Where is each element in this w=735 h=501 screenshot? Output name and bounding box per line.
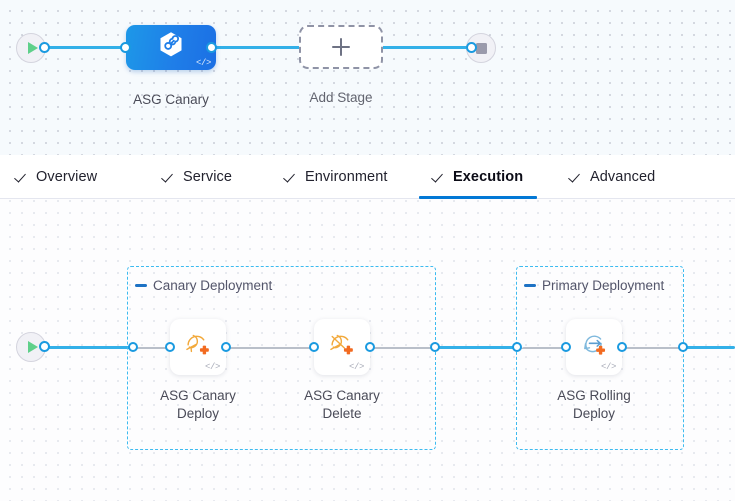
group-label-primary-deployment[interactable]: Primary Deployment <box>524 278 664 293</box>
group-canary-deployment[interactable] <box>127 266 436 450</box>
edge-primary-group-to-next <box>684 346 735 349</box>
stop-icon <box>475 42 487 54</box>
edge-dashed-step2-to-group-out <box>371 347 433 349</box>
tab-advanced[interactable]: Advanced <box>570 155 655 199</box>
add-stage-button[interactable] <box>299 25 383 69</box>
collapse-dash-icon[interactable] <box>524 284 536 287</box>
tab-service[interactable]: Service <box>163 155 232 199</box>
code-badge-icon: </> <box>348 362 364 372</box>
edge-start-to-stage <box>44 46 131 49</box>
code-badge-icon: </> <box>600 362 616 372</box>
tab-overview[interactable]: Overview <box>16 155 97 199</box>
port-step-canary-delete-in[interactable] <box>309 342 319 352</box>
port-step-rolling-deploy-in[interactable] <box>561 342 571 352</box>
tab-label: Service <box>183 169 233 185</box>
collapse-dash-icon[interactable] <box>135 284 147 287</box>
asg-rolling-deploy-icon <box>577 327 611 364</box>
edge-exec-start-to-canary-group <box>44 346 132 349</box>
edge-dashed-step3-to-primary-out <box>623 347 683 349</box>
tab-environment[interactable]: Environment <box>285 155 388 199</box>
check-icon <box>570 171 583 184</box>
tab-label: Execution <box>453 169 524 185</box>
check-icon <box>16 171 29 184</box>
tab-active-underline <box>419 196 538 199</box>
tab-label: Advanced <box>590 169 656 185</box>
add-stage-label: Add Stage <box>309 90 373 105</box>
stage-node-asg-canary[interactable]: </> <box>126 25 216 70</box>
port-canary-group-out[interactable] <box>430 342 440 352</box>
edge-dashed-group-in-to-step1 <box>133 347 171 349</box>
port-stage-in[interactable] <box>120 42 131 53</box>
stage-label-asg-canary: ASG Canary <box>133 92 209 107</box>
tab-execution[interactable]: Execution <box>419 155 538 199</box>
code-badge-icon: </> <box>204 362 220 372</box>
plus-icon <box>331 37 351 57</box>
port-end-in[interactable] <box>466 42 477 53</box>
asg-canary-delete-icon <box>325 327 359 364</box>
port-stage-out[interactable] <box>206 42 217 53</box>
edge-canary-group-to-primary-group <box>434 346 520 349</box>
check-icon <box>285 171 298 184</box>
check-icon <box>433 171 446 184</box>
edge-stage-to-addstage <box>211 46 306 49</box>
port-step-canary-deploy-out[interactable] <box>221 342 231 352</box>
group-label-canary-deployment[interactable]: Canary Deployment <box>135 278 272 293</box>
step-node-asg-canary-deploy[interactable]: </> <box>170 319 226 375</box>
tab-label: Environment <box>305 169 388 185</box>
code-badge-icon: </> <box>195 58 211 68</box>
group-primary-deployment[interactable] <box>516 266 684 450</box>
asg-hexagon-infinity-icon <box>156 29 186 64</box>
tab-label: Overview <box>36 169 98 185</box>
group-label-text: Primary Deployment <box>542 278 665 293</box>
edge-addstage-to-end <box>378 46 470 49</box>
execution-steps-canvas[interactable]: Canary Deployment <box>0 199 735 501</box>
step-node-asg-rolling-deploy[interactable]: </> <box>566 319 622 375</box>
asg-canary-deploy-icon <box>181 327 215 364</box>
port-exec-start-out[interactable] <box>39 341 50 352</box>
stage-config-tabs: Overview Service Environment Execution A… <box>0 155 735 199</box>
port-canary-group-in[interactable] <box>128 342 138 352</box>
port-step-canary-deploy-in[interactable] <box>165 342 175 352</box>
port-start-out[interactable] <box>39 42 50 53</box>
check-icon <box>163 171 176 184</box>
play-icon <box>27 341 38 353</box>
port-step-rolling-deploy-out[interactable] <box>617 342 627 352</box>
port-primary-group-out[interactable] <box>678 342 688 352</box>
pipeline-stage-canvas[interactable]: </> ASG Canary Add Stage <box>0 0 735 155</box>
port-primary-group-in[interactable] <box>512 342 522 352</box>
port-step-canary-delete-out[interactable] <box>365 342 375 352</box>
step-node-asg-canary-delete[interactable]: </> <box>314 319 370 375</box>
edge-dashed-step1-to-step2 <box>227 347 312 349</box>
play-icon <box>27 42 38 54</box>
edge-dashed-primary-in-to-step3 <box>521 347 565 349</box>
group-label-text: Canary Deployment <box>153 278 273 293</box>
